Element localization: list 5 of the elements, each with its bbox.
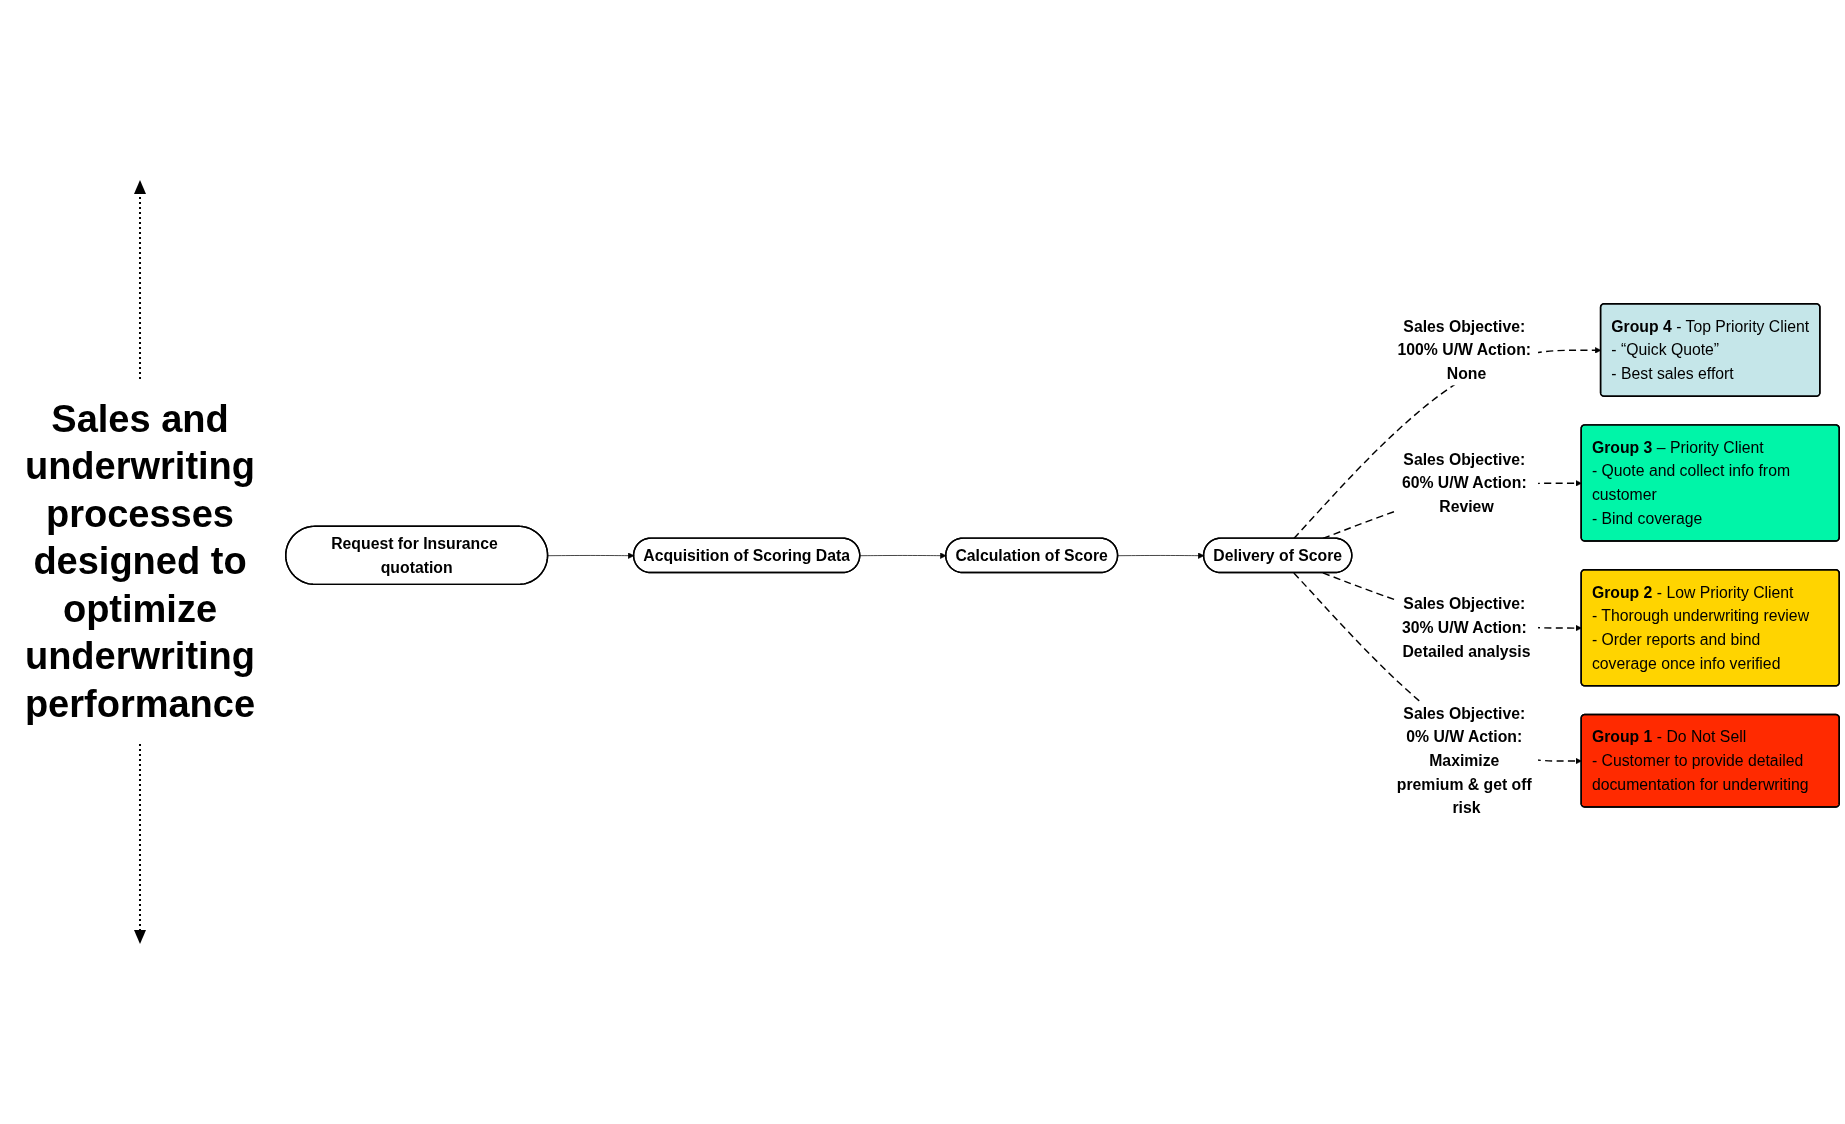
edge-label: Sales Objective: 100% U/W Action: None [1397, 317, 1532, 383]
edge-label: Sales Objective: 60% U/W Action: Review [1401, 450, 1527, 516]
side-label: Sales and underwriting processes designed to optimize underwriting performance [23, 396, 257, 727]
edge-label: Sales Objective: 30% U/W Action: Detailed analysis [1401, 595, 1531, 661]
edge-label: Sales Objective: 0% U/W Action: Maximize premium & get off risk [1396, 704, 1532, 818]
